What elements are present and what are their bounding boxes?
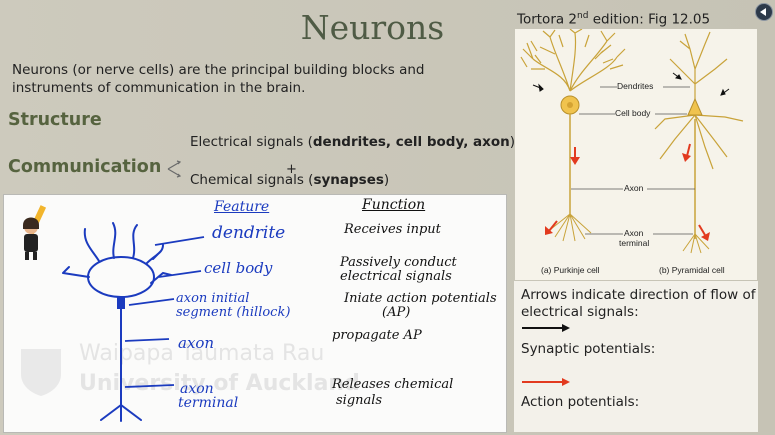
whiteboard-canvas[interactable]: Waipapa Taumata Rau University of Auckla… — [3, 194, 507, 433]
feature-dendrite: dendrite — [212, 223, 285, 243]
function-propagate-ap: propagate AP — [332, 328, 422, 343]
feature-terminal: terminal — [178, 395, 238, 411]
function-header: Function — [362, 197, 425, 213]
label-axon-terminal-1: Axon — [624, 228, 643, 238]
figure-caption: Tortora 2nd edition: Fig 12.05 — [517, 11, 710, 28]
electrical-signals-text: Electrical signals (dendrites, cell body… — [190, 134, 515, 150]
slide-title: Neurons — [290, 8, 455, 47]
function-receives-input: Receives input — [344, 222, 441, 237]
label-pyramidal-cell: (b) Pyramidal cell — [659, 265, 725, 275]
legend-text-line2: electrical signals: — [521, 303, 639, 321]
label-axon: Axon — [624, 183, 643, 193]
synaptic-potentials-label: Synaptic potentials: — [521, 340, 655, 358]
action-arrow-icon — [522, 377, 572, 387]
function-electrical-signals: electrical signals — [340, 269, 452, 284]
action-potentials-label: Action potentials: — [521, 393, 639, 411]
feature-segment-hillock: segment (hillock) — [176, 305, 290, 320]
pencil-avatar-icon — [18, 203, 48, 261]
function-initiate-ap: Iniate action potentials — [344, 291, 497, 306]
feature-header: Feature — [214, 199, 269, 215]
label-axon-terminal-2: terminal — [619, 238, 649, 248]
legend-text-line1: Arrows indicate direction of flow of — [521, 286, 756, 304]
branch-connector-icon — [166, 159, 186, 179]
function-passively-conduct: Passively conduct — [340, 255, 457, 270]
label-cell-body: Cell body — [615, 108, 650, 118]
university-crest-icon — [18, 346, 64, 398]
label-dendrites: Dendrites — [617, 81, 653, 91]
feature-axon: axon — [178, 334, 214, 352]
back-navigation-button[interactable] — [755, 3, 773, 21]
intro-text: Neurons (or nerve cells) are the princip… — [12, 61, 492, 97]
neuron-figure: Dendrites Cell body Axon Axon terminal (… — [515, 29, 757, 280]
structure-heading: Structure — [8, 110, 102, 130]
label-purkinje-cell: (a) Purkinje cell — [541, 265, 600, 275]
arrows-legend: Arrows indicate direction of flow of ele… — [514, 281, 758, 432]
function-releases-chemical: Releases chemical — [332, 377, 453, 392]
function-signals: signals — [336, 393, 382, 408]
communication-heading: Communication — [8, 157, 161, 177]
function-ap: (AP) — [382, 305, 410, 320]
crosshair-cursor-icon: + — [286, 162, 297, 177]
synaptic-arrow-icon — [522, 323, 572, 333]
feature-cell-body: cell body — [204, 259, 272, 277]
feature-axon-initial: axon initial — [176, 291, 249, 306]
